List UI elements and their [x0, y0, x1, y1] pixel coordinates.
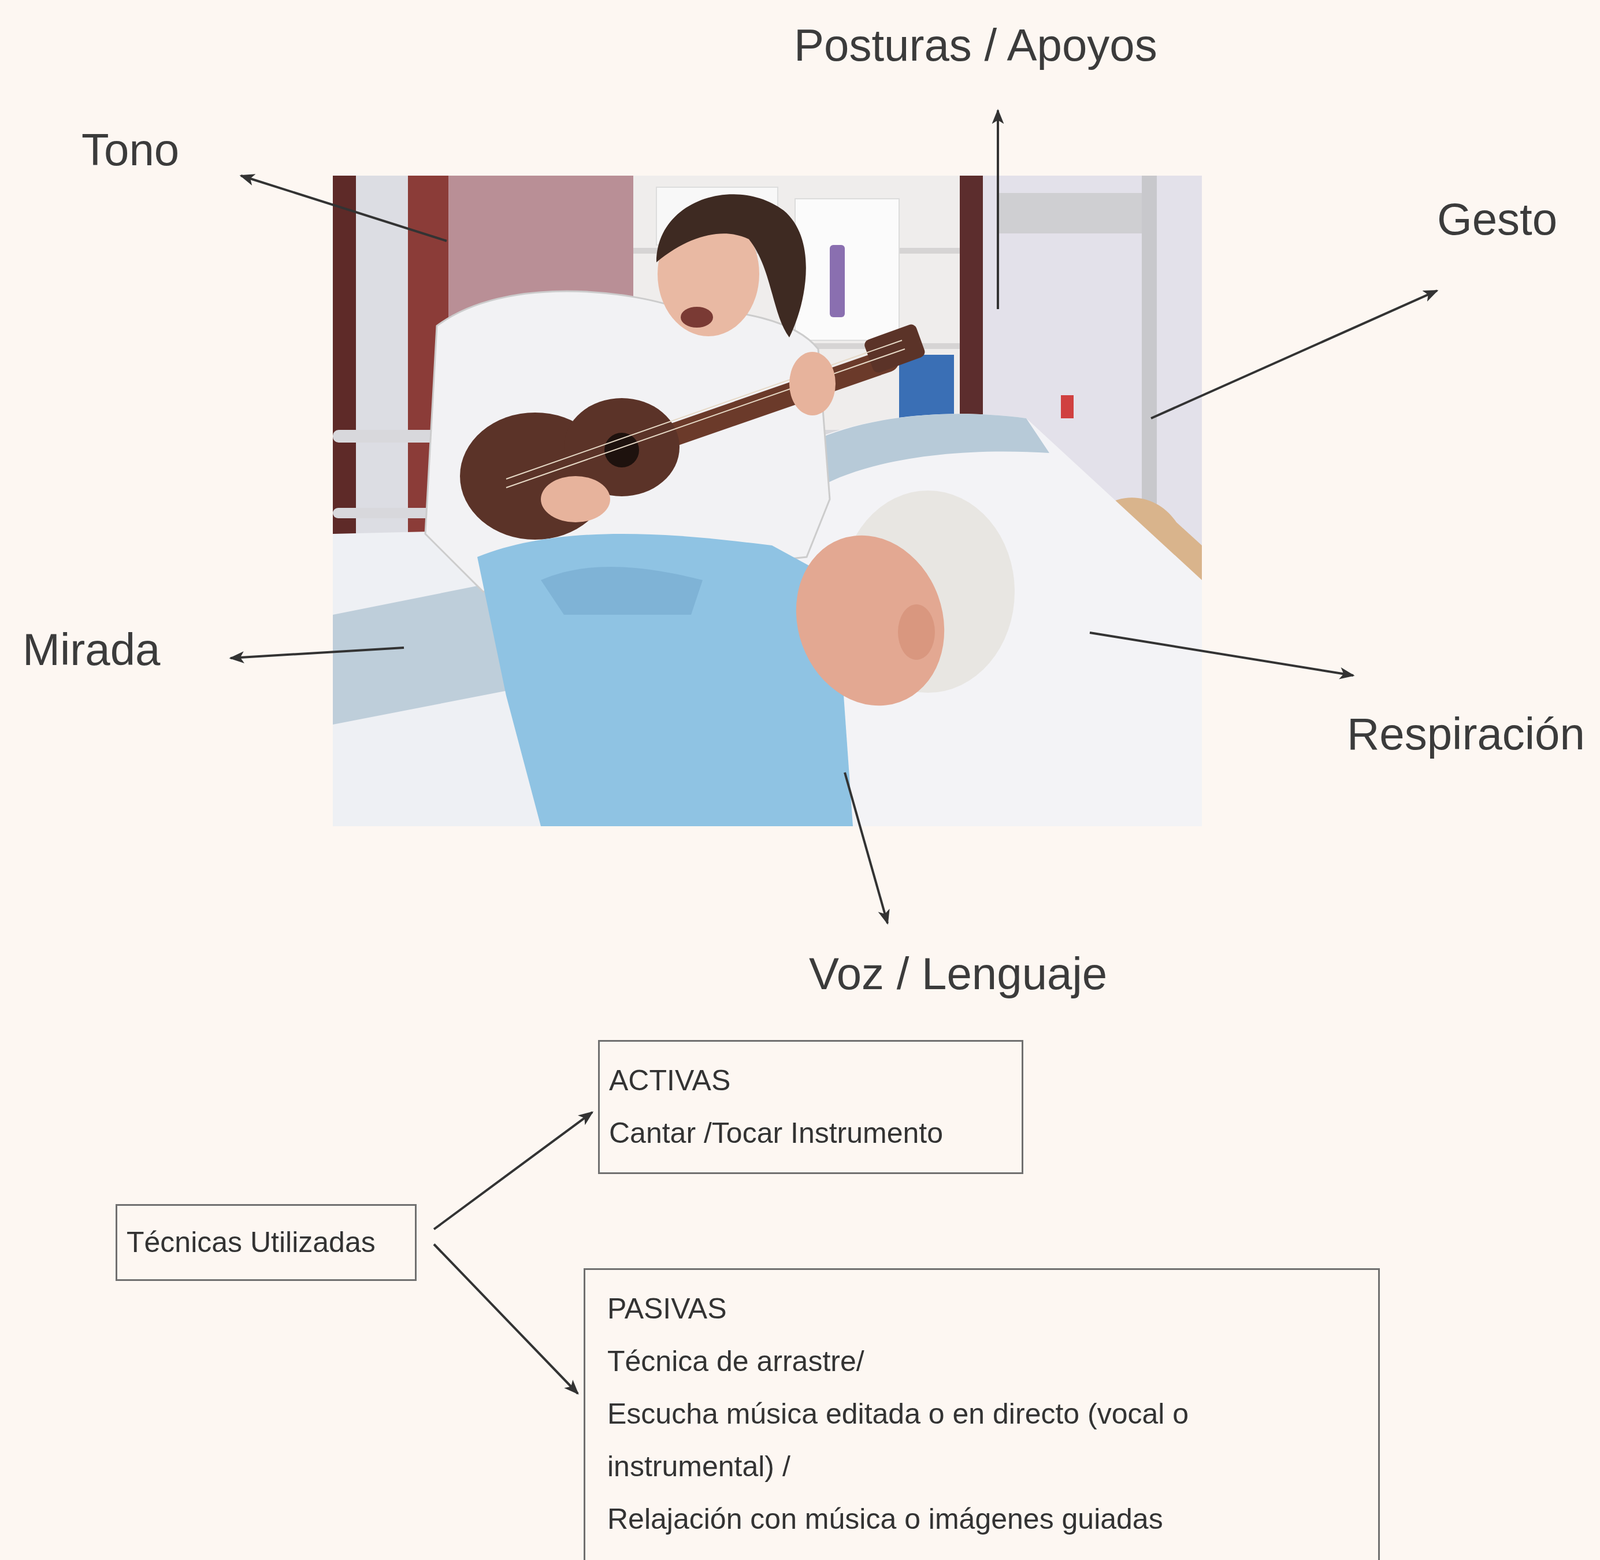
- text-box: ACTIVASCantar /Tocar Instrumento: [598, 1040, 1024, 1175]
- callout-label: Mirada: [22, 622, 161, 677]
- text-box: PASIVASTécnica de arrastre/Escucha músic…: [583, 1268, 1380, 1560]
- hand: [789, 351, 836, 416]
- callout-label: Posturas / Apoyos: [793, 17, 1158, 73]
- strings: [506, 349, 905, 488]
- callout-label: Voz / Lenguaje: [808, 946, 1108, 1001]
- box-heading: PASIVAS: [607, 1282, 1361, 1336]
- box-heading: Técnicas Utilizadas: [126, 1216, 402, 1269]
- sheet: [332, 522, 853, 827]
- supply-box: [899, 354, 954, 419]
- box-text: Relajación con música o imágenes guiadas: [607, 1493, 1361, 1546]
- callout-label: Respiración: [1346, 706, 1585, 761]
- callout-label: Tono: [81, 122, 180, 177]
- patient-ear: [897, 604, 935, 660]
- leader-lines: [230, 110, 1438, 924]
- therapist-mouth: [680, 306, 714, 328]
- leader-line: [1089, 632, 1354, 676]
- patient-gown: [477, 533, 853, 827]
- photo-ground: [332, 175, 1202, 827]
- therapist-hair: [656, 194, 807, 338]
- leader-line: [844, 772, 888, 924]
- leader-line: [230, 647, 404, 659]
- connector-arrow: [433, 1244, 578, 1395]
- leader-line: [240, 175, 447, 241]
- patient-face: [772, 514, 968, 727]
- lamp: [997, 192, 1142, 234]
- socket: [1060, 395, 1074, 419]
- leader-line: [996, 110, 1000, 310]
- leader-line: [1151, 290, 1438, 419]
- box-text: Escucha música editada o en directo (voc…: [607, 1387, 1361, 1494]
- text-box: Técnicas Utilizadas: [115, 1204, 417, 1282]
- gown-fold: [540, 566, 703, 615]
- box-heading: ACTIVAS: [609, 1054, 1008, 1108]
- photo: [332, 175, 1202, 827]
- pillow-edge: [800, 413, 1050, 488]
- box-text: Cantar /Tocar Instrumento: [609, 1107, 1008, 1160]
- box-text: Técnica de arrastre/: [607, 1335, 1361, 1388]
- callout-label: Gesto: [1437, 191, 1558, 247]
- hand: [540, 476, 611, 523]
- strings: [506, 340, 902, 480]
- bottle: [829, 244, 845, 318]
- connector-arrow: [433, 1112, 593, 1230]
- box-stack: [795, 198, 900, 341]
- ukulele-head: [862, 323, 927, 375]
- column: [959, 175, 983, 425]
